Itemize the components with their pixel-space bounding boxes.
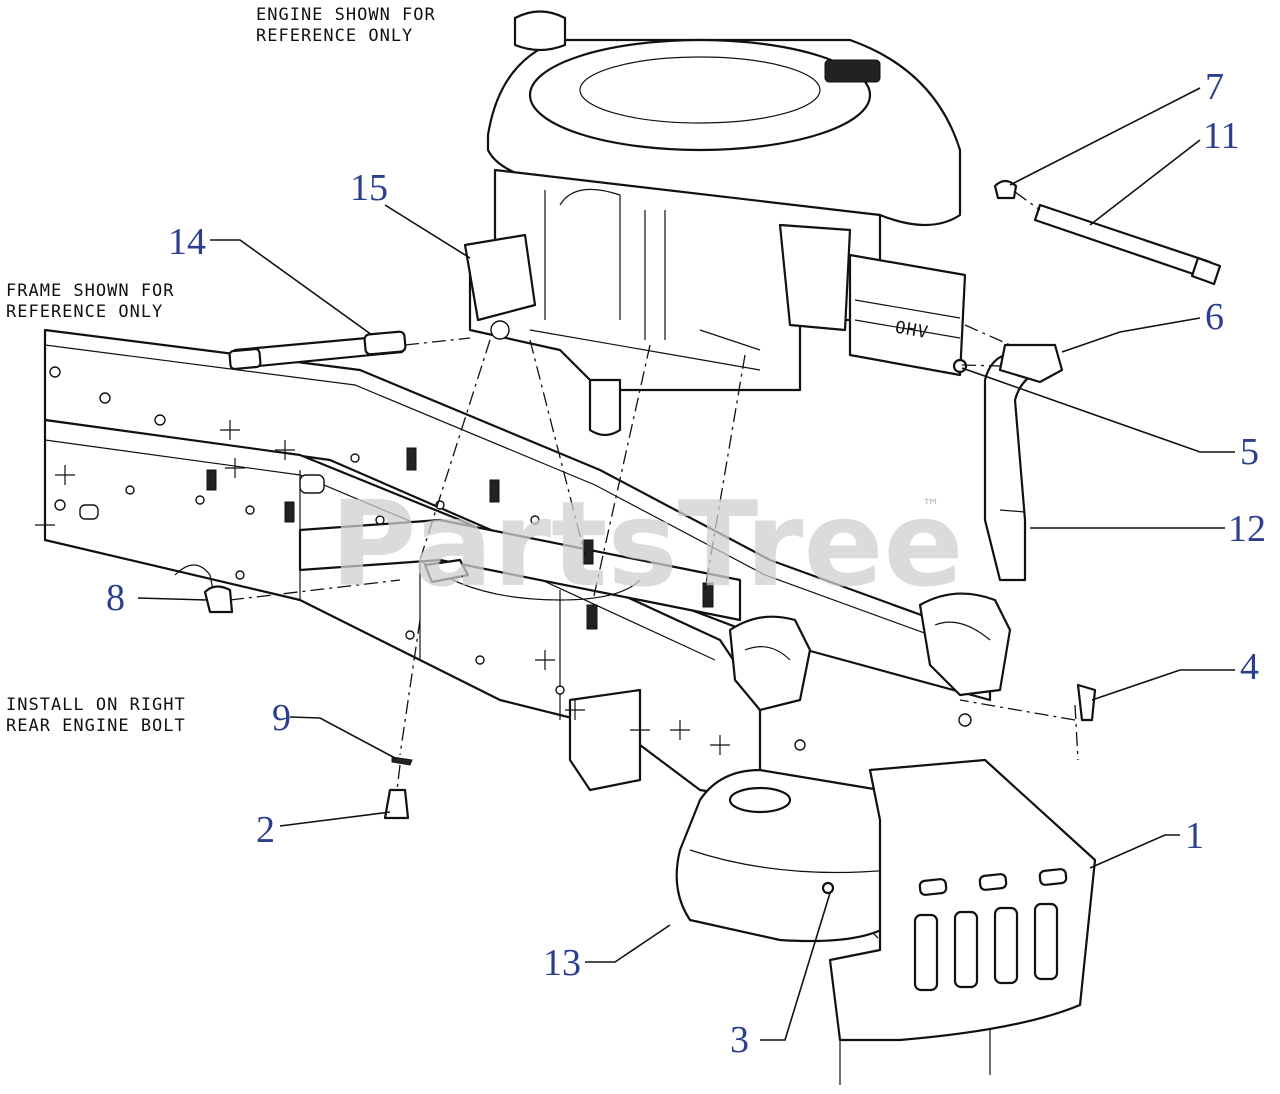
part-6-flange	[998, 343, 1064, 384]
part-12-exhaust-pipe	[983, 353, 1047, 582]
engine-reference-note-line2: REFERENCE ONLY	[256, 26, 413, 46]
part-8-clamp	[203, 585, 234, 614]
callout-2: 2	[256, 809, 275, 851]
callout-4: 4	[1240, 646, 1259, 688]
part-1-heat-shield	[828, 758, 1097, 1085]
callout-6: 6	[1205, 296, 1224, 338]
callout-1: 1	[1185, 815, 1204, 857]
frame-reference-note-line1: FRAME SHOWN FOR	[6, 281, 175, 301]
leader-lines	[137, 87, 1235, 1041]
callout-7: 7	[1205, 66, 1224, 108]
part-4-bolt	[1076, 683, 1097, 722]
callout-9: 9	[272, 697, 291, 739]
frame-rail	[35, 328, 992, 802]
part-2-bolt	[383, 788, 410, 820]
mount-brackets	[728, 592, 1012, 712]
callout-15: 15	[350, 167, 388, 209]
callout-12: 12	[1228, 508, 1266, 550]
part-3-screw	[821, 881, 835, 895]
callout-5: 5	[1240, 431, 1259, 473]
part-14-rod	[228, 330, 407, 371]
install-note-line1: INSTALL ON RIGHT	[6, 695, 186, 715]
callout-11: 11	[1203, 115, 1240, 157]
engine-assembly	[463, 10, 967, 437]
install-note-line2: REAR ENGINE BOLT	[6, 716, 186, 736]
callout-8: 8	[106, 577, 125, 619]
frame-reference-note-line2: REFERENCE ONLY	[6, 302, 163, 322]
part-9-washer	[391, 756, 413, 766]
engine-reference-note-line1: ENGINE SHOWN FOR	[256, 5, 436, 25]
watermark-text: PartsTree	[330, 475, 964, 613]
part-13-muffler	[675, 768, 902, 943]
part-5-screw	[952, 358, 968, 374]
watermark-trademark: ™	[922, 496, 940, 517]
part-11-bolt	[1033, 203, 1222, 286]
callout-3: 3	[730, 1019, 749, 1061]
callout-14: 14	[168, 221, 206, 263]
callout-13: 13	[543, 942, 581, 984]
